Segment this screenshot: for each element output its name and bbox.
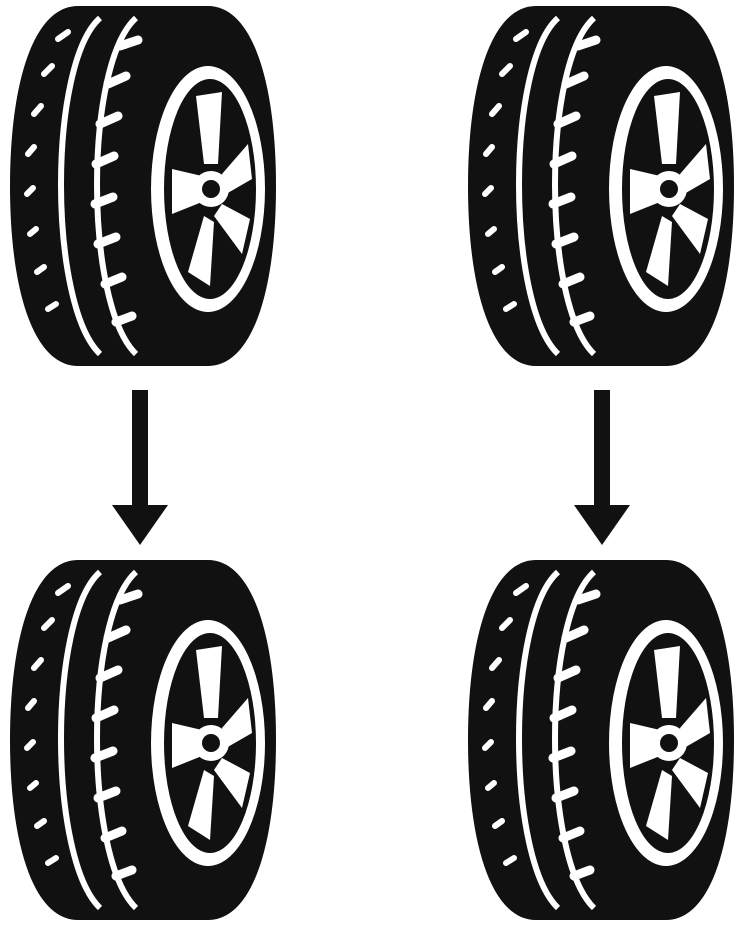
tire-icon <box>8 558 278 923</box>
tire-icon <box>8 4 278 369</box>
tire-icon <box>466 4 736 369</box>
arrow-down-icon <box>574 390 630 545</box>
tire-icon <box>466 558 736 923</box>
arrow-down-icon <box>112 390 168 545</box>
